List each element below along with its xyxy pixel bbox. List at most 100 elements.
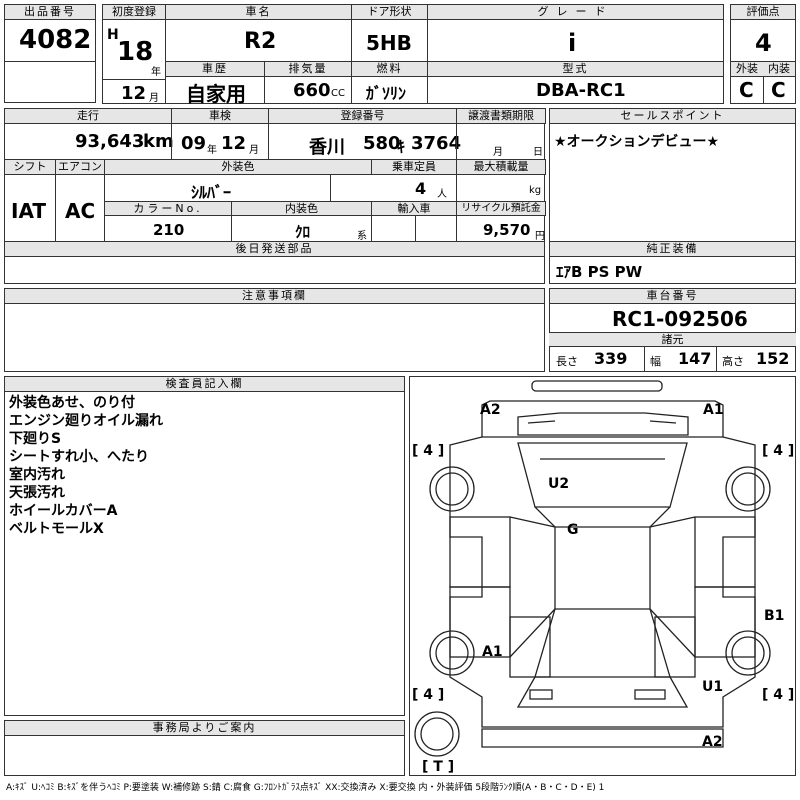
later-parts-box: 後日発送部品: [4, 241, 545, 284]
note-line: 外装色あせ、のり付: [9, 395, 135, 411]
load-label: 最大積載量: [456, 159, 546, 175]
inspection-year-unit: 年: [207, 145, 217, 156]
type-box: 型式 DBA-RC1: [427, 61, 724, 104]
door-box: ドア形状 5HB: [351, 4, 428, 62]
recycle-label: リサイクル預託金: [456, 201, 546, 216]
sales-point-label: セールスポイント: [550, 109, 795, 124]
ext-int-box: 外装 内装 C C: [730, 61, 796, 104]
note-line: ベルトモールX: [9, 521, 104, 537]
interior-color-unit: 系: [357, 231, 367, 242]
vehicle-info-box: 走行 車検 登録番号 譲渡書類期限 93,643 km 09 年 12 月 香川…: [4, 108, 546, 242]
displacement-unit: CC: [331, 88, 345, 99]
mileage: 93,643: [75, 131, 145, 152]
score-label: 評価点: [731, 5, 795, 20]
color-number: 210: [153, 221, 185, 239]
ac-label: エアコン: [55, 159, 105, 175]
note-line: エンジン廻りオイル漏れ: [9, 413, 163, 429]
lot-blank-box: [4, 61, 96, 103]
mileage-label: 走行: [4, 108, 172, 124]
int-grade: C: [771, 78, 786, 102]
inspection-month: 12: [221, 133, 247, 154]
damage-mark: U2: [548, 476, 569, 492]
displacement-label: 排気量: [265, 62, 351, 77]
mileage-unit: km: [143, 131, 174, 152]
width: 147: [678, 349, 712, 368]
shift-label: シフト: [4, 159, 56, 175]
first-registration-label: 初度登録: [103, 5, 165, 20]
note-line: 室内汚れ: [9, 467, 65, 483]
model-name-box: 車名 R2: [165, 4, 352, 62]
lot-number-label: 出品番号: [5, 5, 95, 20]
height-label: 高さ: [722, 355, 744, 368]
door-label: ドア形状: [352, 5, 427, 20]
registration-year: 18: [117, 37, 154, 67]
inspection-month-unit: 月: [249, 145, 259, 156]
registration-kana: ｷ: [397, 137, 406, 156]
registration-class: 580: [363, 133, 401, 154]
fuel-box: 燃料 ｶﾞｿﾘﾝ: [351, 61, 428, 104]
capacity-unit: 人: [437, 189, 447, 200]
damage-legend: A:ｷｽﾞ U:ﾍｺﾐ B:ｷｽﾞを伴うﾍｺﾐ P:要塗装 W:補修跡 S:錆 …: [6, 783, 605, 793]
transfer-day-unit: 日: [533, 147, 543, 158]
lot-number: 4082: [19, 25, 92, 55]
width-label: 幅: [650, 355, 661, 368]
damage-mark: B1: [764, 608, 784, 624]
transfer-month-unit: 月: [493, 147, 503, 158]
chassis-number: RC1-092506: [612, 307, 748, 331]
chassis-label: 車台番号: [550, 289, 795, 304]
inspector-notes-box: 検査員記入欄 外装色あせ、のり付 エンジン廻りオイル漏れ 下廻りS シートすれ小…: [4, 376, 405, 716]
office-notice-label: 事務局よりご案内: [5, 721, 404, 736]
car-diagram: A2 A1 U2 G B1 A1 U1 A2 [ 4 ] [ 4 ] [ 4 ]…: [412, 380, 794, 775]
tire-score: [ 4 ]: [412, 443, 444, 459]
damage-mark: A2: [480, 402, 501, 418]
damage-mark: G: [567, 522, 579, 538]
tire-score: [ 4 ]: [762, 687, 794, 703]
color-number-label: カラーNo.: [104, 201, 232, 216]
note-line: 下廻りS: [9, 431, 62, 447]
model-name-label: 車名: [166, 5, 351, 20]
ext-label: 外装: [731, 62, 764, 77]
damage-mark: U1: [702, 679, 723, 695]
air-conditioner: AC: [65, 199, 96, 223]
year-unit: 年: [151, 67, 161, 78]
tire-score: [ 4 ]: [762, 443, 794, 459]
damage-mark: A2: [702, 734, 723, 750]
recycle-unit: 円: [535, 231, 545, 242]
load-unit: kg: [529, 185, 542, 196]
ext-grade: C: [739, 78, 754, 102]
exterior-color-label: 外装色: [104, 159, 372, 175]
dimensions-label: 諸元: [549, 332, 796, 347]
era: H: [107, 27, 119, 43]
type-label: 型式: [428, 62, 723, 77]
recycle-fee: 9,570: [483, 221, 531, 239]
length: 339: [594, 349, 628, 368]
transfer-label: 譲渡書類期限: [456, 108, 546, 124]
equipment-label: 純正装備: [550, 242, 795, 257]
spare-tire-score: [ T ]: [422, 759, 454, 775]
equipment-box: 純正装備 ｴｱB PS PW: [549, 241, 796, 284]
caution-box: 注意事項欄: [4, 288, 545, 372]
inspector-notes-list: 外装色あせ、のり付 エンジン廻りオイル漏れ 下廻りS シートすれ小、へたり 室内…: [9, 394, 163, 538]
equipment-text: ｴｱB PS PW: [556, 263, 643, 281]
lot-number-box: 出品番号 4082: [4, 4, 96, 62]
score: 4: [755, 29, 772, 57]
capacity-label: 乗車定員: [371, 159, 457, 175]
damage-mark: A1: [482, 644, 503, 660]
month-unit: 月: [149, 93, 159, 104]
registration-area: 香川: [309, 137, 345, 158]
inspection-year: 09: [181, 133, 207, 154]
first-registration-box: 初度登録 H 18 年 12 月: [102, 4, 166, 104]
note-line: 天張汚れ: [9, 485, 65, 501]
inspection-label: 車検: [171, 108, 269, 124]
displacement-box: 排気量 660 CC: [264, 61, 352, 104]
damage-mark: A1: [703, 402, 724, 418]
grade-box: グレード i: [427, 4, 724, 62]
office-notice-box: 事務局よりご案内: [4, 720, 405, 776]
door-type: 5HB: [366, 31, 412, 55]
interior-color: ｸﾛ: [295, 223, 311, 241]
fuel: ｶﾞｿﾘﾝ: [366, 84, 407, 103]
int-label: 内装: [763, 62, 795, 77]
height: 152: [756, 349, 790, 368]
registration-month: 12: [121, 83, 147, 104]
registration-number-label: 登録番号: [268, 108, 457, 124]
